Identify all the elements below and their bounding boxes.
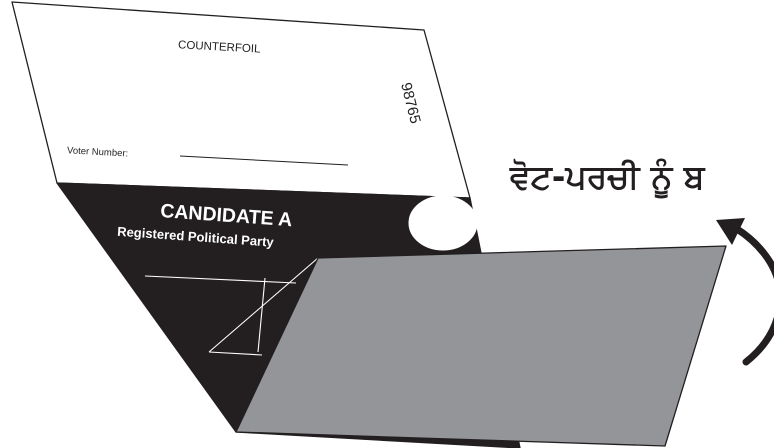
ballot-hole [409,196,477,250]
fold-arrow-icon [737,229,774,362]
instruction-text: ਵੋਟ-ਪਰਚੀ ਨੂੰ ਬ [509,157,706,199]
ballot-fold-flap [236,246,726,446]
